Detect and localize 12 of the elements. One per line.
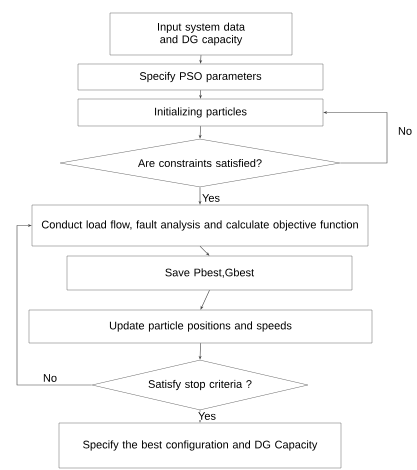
edge-label: No <box>397 126 413 136</box>
edge-label: Yes <box>202 194 220 202</box>
arrow <box>16 224 92 386</box>
process-box: Initializing particles <box>78 98 324 126</box>
process-box: Input system data and DG capacity <box>110 12 292 56</box>
process-box: Conduct load flow, fault analysis and calculate objective function <box>32 204 368 246</box>
process-box: Specify PSO parameters <box>78 64 324 90</box>
process-box: Specify the best configuration and DG Capacity <box>58 422 342 468</box>
process-box: Update particle positions and speeds <box>28 310 372 344</box>
edge-label: No <box>42 374 58 382</box>
process-box: Save Pbest,Gbest <box>66 256 352 290</box>
edge-label: Yes <box>198 412 216 420</box>
